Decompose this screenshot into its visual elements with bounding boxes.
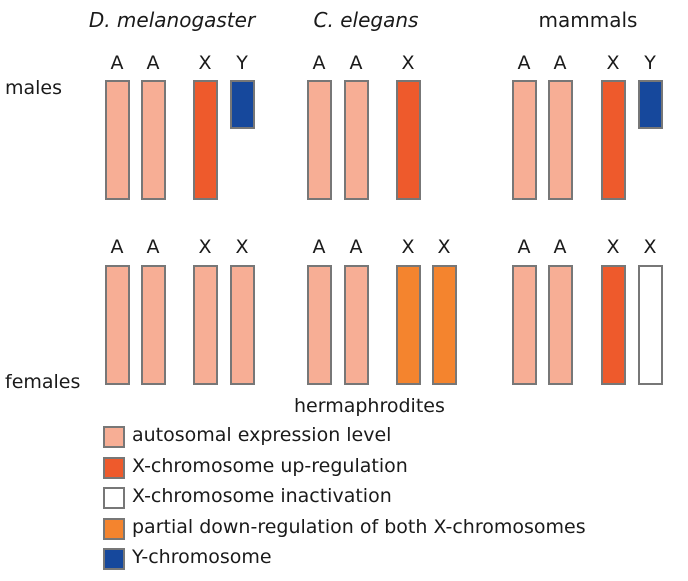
chromosome-label: Y (644, 52, 656, 74)
chromosome-bar-autosomal (193, 265, 218, 385)
row-label-females: females (5, 371, 81, 393)
legend-swatch-y (103, 548, 125, 570)
chromosome-bar-autosomal (307, 265, 332, 385)
title-drosophila: D. melanogaster (88, 8, 256, 32)
chromosome-bar-autosomal (344, 265, 369, 385)
chromosome-bar-autosomal (344, 80, 369, 200)
chromosome-label: A (312, 52, 326, 74)
legend-label: X-chromosome up-regulation (132, 454, 408, 477)
legend-label: autosomal expression level (132, 424, 392, 446)
chromosome-bar-y (638, 80, 663, 129)
chromosome-bar-autosomal (105, 80, 130, 200)
chromosome-label: X (606, 52, 620, 74)
chromosome-bar-autosomal (548, 80, 573, 200)
chromosome-label: A (146, 52, 160, 74)
legend-swatch-autosomal (103, 426, 125, 448)
chromosome-label: A (349, 52, 363, 74)
chromosome-bar-autosomal (512, 265, 537, 385)
chromosome-label: X (606, 236, 620, 258)
chromosome-bar-autosomal (230, 265, 255, 385)
chromosome-bar-autosomal (548, 265, 573, 385)
legend-label: partial down-regulation of both X-chromo… (132, 515, 586, 538)
chromosome-label: A (312, 236, 326, 258)
chromosome-bar-xup (601, 80, 626, 200)
legend-swatch-xinact (103, 487, 125, 509)
row-label-males: males (5, 77, 63, 99)
chromosome-label: X (643, 236, 657, 258)
legend-label: X-chromosome inactivation (132, 485, 392, 507)
legend-label: Y-chromosome (132, 546, 272, 568)
title-mammals: mammals (538, 8, 638, 32)
chromosome-bar-partial (432, 265, 457, 385)
chromosome-label: X (198, 236, 212, 258)
legend-swatch-xup (103, 456, 125, 479)
chromosome-label: X (235, 236, 249, 258)
chromosome-label: A (110, 52, 124, 74)
chromosome-bar-xup (193, 80, 218, 200)
chromosome-label: X (401, 52, 415, 74)
chromosome-bar-autosomal (141, 265, 166, 385)
chromosome-label: A (349, 236, 363, 258)
chromosome-bar-autosomal (141, 80, 166, 200)
title-elegans: C. elegans (313, 8, 419, 32)
chromosome-label: A (553, 52, 567, 74)
chromosome-bar-xup (396, 80, 421, 200)
legend-swatch-partial (103, 517, 125, 540)
chromosome-label: X (198, 52, 212, 74)
chromosome-label: A (146, 236, 160, 258)
chromosome-label: A (517, 52, 531, 74)
chromosome-bar-xinact (638, 265, 663, 385)
row-label-hermaphrodites: hermaphrodites (294, 395, 445, 417)
chromosome-bar-autosomal (307, 80, 332, 200)
chromosome-bar-autosomal (512, 80, 537, 200)
chromosome-bar-y (230, 80, 255, 129)
chromosome-bar-xup (601, 265, 626, 385)
chromosome-bar-partial (396, 265, 421, 385)
chromosome-label: X (401, 236, 415, 258)
chromosome-label: A (553, 236, 567, 258)
chromosome-label: X (437, 236, 451, 258)
chromosome-label: A (517, 236, 531, 258)
chromosome-bar-autosomal (105, 265, 130, 385)
chromosome-label: A (110, 236, 124, 258)
chromosome-label: Y (236, 52, 248, 74)
